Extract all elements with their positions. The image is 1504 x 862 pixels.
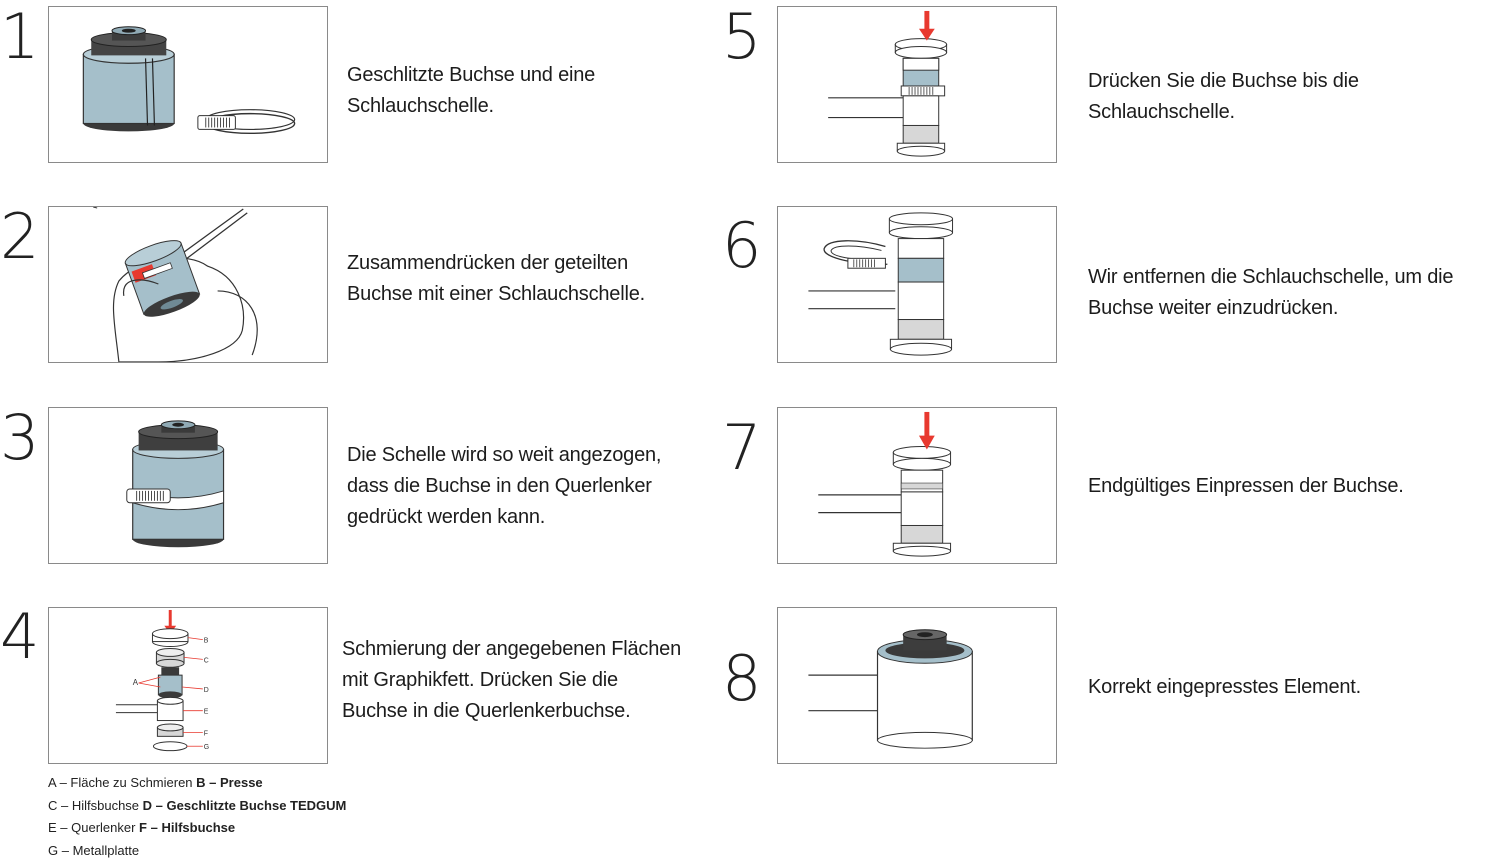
step-3-text: Die Schelle wird so weit angezogen, dass…: [347, 440, 667, 533]
step-8-illustration: [777, 607, 1057, 764]
step-number-1: 1: [0, 6, 39, 68]
hand-tightening-clamp-drawing: [49, 207, 327, 362]
step-number-7: 7: [722, 417, 761, 479]
step-number-8: 8: [722, 648, 761, 710]
legend-row-4: G – Metallplatte: [48, 840, 346, 862]
step-4-text: Schmierung der angegebenen Flächen mit G…: [342, 634, 682, 727]
label-d: D: [204, 687, 209, 694]
bushing-and-hose-clamp-drawing: [49, 7, 327, 162]
clamp-removed-drawing: [778, 207, 1056, 362]
step-6-illustration: [777, 206, 1057, 363]
step-3-illustration: [48, 407, 328, 564]
legend-row-3: E – Querlenker F – Hilfsbuchse: [48, 817, 346, 840]
step-7-illustration: [777, 407, 1057, 564]
step-2-illustration: [48, 206, 328, 363]
label-g: G: [204, 744, 209, 751]
step-1-text: Geschlitzte Buchse und eine Schlauchsche…: [347, 60, 647, 122]
press-to-clamp-drawing: [778, 7, 1056, 162]
label-b: B: [204, 638, 209, 645]
legend-row-1: A – Fläche zu Schmieren B – Presse: [48, 772, 346, 795]
parts-legend: A – Fläche zu Schmieren B – Presse C – H…: [48, 772, 346, 862]
label-a: A: [133, 678, 139, 687]
step-number-6: 6: [722, 215, 761, 277]
label-c: C: [204, 657, 209, 664]
exploded-press-stack-drawing: B C A D E F G: [49, 608, 327, 763]
step-4-illustration: B C A D E F G: [48, 607, 328, 764]
step-6-text: Wir entfernen die Schlauchschelle, um di…: [1088, 262, 1498, 324]
step-7-text: Endgültiges Einpressen der Buchse.: [1088, 471, 1488, 502]
step-1-illustration: [48, 6, 328, 163]
label-e: E: [204, 709, 209, 716]
clamped-bushing-drawing: [49, 408, 327, 563]
step-number-4: 4: [0, 606, 39, 668]
pressed-element-drawing: [778, 608, 1056, 763]
label-f: F: [204, 730, 208, 737]
step-5-text: Drücken Sie die Buchse bis die Schlauchs…: [1088, 66, 1488, 128]
step-number-2: 2: [0, 206, 39, 268]
legend-row-2: C – Hilfsbuchse D – Geschlitzte Buchse T…: [48, 795, 346, 818]
step-number-5: 5: [722, 6, 761, 68]
step-number-3: 3: [0, 407, 39, 469]
step-8-text: Korrekt eingepresstes Element.: [1088, 672, 1488, 703]
final-press-drawing: [778, 408, 1056, 563]
step-5-illustration: [777, 6, 1057, 163]
step-2-text: Zusammendrücken der geteilten Buchse mit…: [347, 248, 647, 310]
